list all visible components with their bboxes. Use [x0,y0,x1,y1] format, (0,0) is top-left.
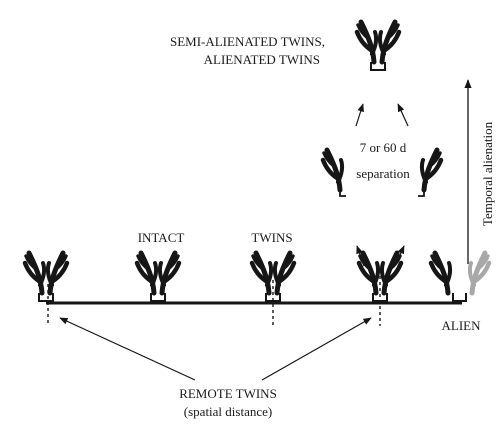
top-label-line1: SEMI-ALIENATED TWINS, [170,34,325,49]
remote-twins-sublabel: (spatial distance) [184,404,272,419]
separation-label-line2: separation [356,166,410,181]
separation-label-line1: 7 or 60 d [360,140,407,155]
alien-plant [431,253,489,302]
alien-label: ALIEN [442,318,482,333]
arrow-to-separation-right [394,245,405,267]
remote-arrow-right [261,317,372,381]
intact-label: INTACT [138,230,185,245]
remote-twins-label: REMOTE TWINS [179,386,277,401]
top-label-line2: ALIENATED TWINS [204,52,320,67]
temporal-alienation-label: Temporal alienation [480,121,495,226]
intact-plant [137,253,179,301]
remote-arrow-left [59,317,196,381]
remote-twin-plant-left [25,253,67,301]
separated-twin-plants [323,150,441,197]
arrow-to-separation-left [356,245,365,267]
twins-label: TWINS [251,230,292,245]
alienated-twin-plant [357,22,399,70]
arrow-to-alienated-left [355,103,364,127]
arrow-to-alienated-right [397,103,409,127]
